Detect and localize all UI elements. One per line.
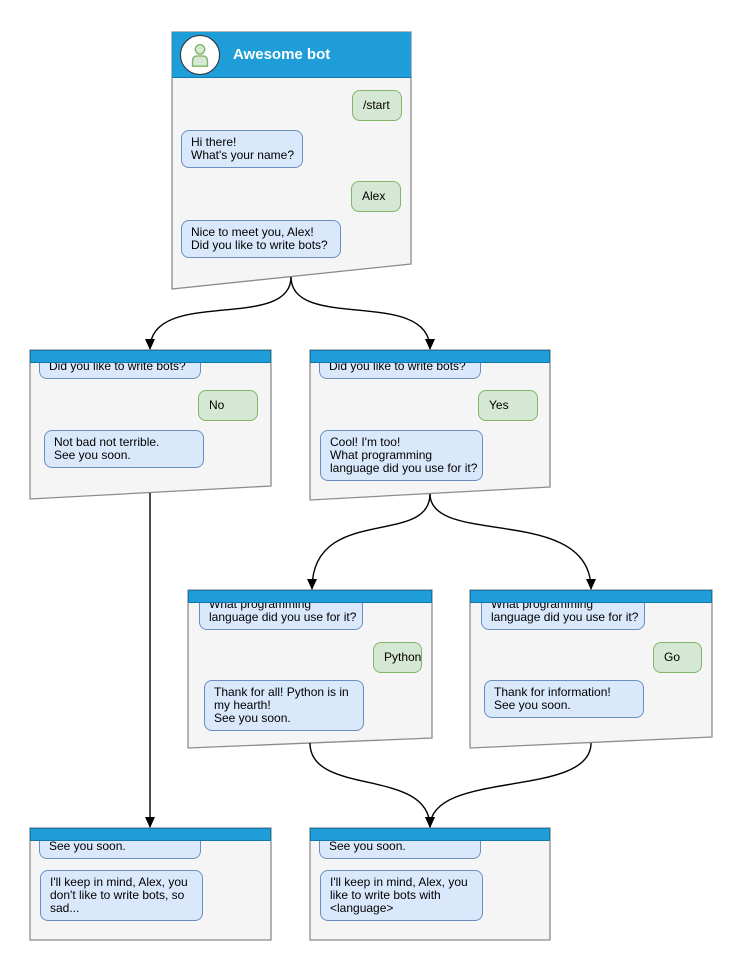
user-message-bubble: Yes — [478, 390, 538, 421]
connector-start-to-no — [145, 276, 292, 350]
bot-message-bubble: Hi there! What's your name? — [181, 130, 303, 168]
window-titlebar — [310, 828, 550, 841]
bot-message-bubble: Cool! I'm too! What programming language… — [320, 430, 483, 481]
connector-python-to-end — [309, 742, 435, 828]
bot-message-bubble: Nice to meet you, Alex! Did you like to … — [181, 220, 341, 258]
chat-header: Awesome bot — [172, 32, 411, 78]
window-titlebar — [30, 350, 271, 363]
user-message-bubble: Python — [373, 642, 422, 673]
bot-message-bubble: Not bad not terrible. See you soon. — [44, 430, 204, 468]
connector-yes-to-python — [307, 493, 431, 590]
user-message-bubble: /start — [352, 90, 402, 121]
user-message-bubble: Go — [653, 642, 702, 673]
bot-message-bubble: I'll keep in mind, Alex, you don't like … — [40, 870, 203, 921]
avatar — [180, 34, 220, 75]
bot-message-bubble: I'll keep in mind, Alex, you like to wri… — [320, 870, 483, 921]
window-titlebar — [188, 590, 432, 603]
connector-go-to-end — [425, 742, 592, 828]
window-titlebar — [310, 350, 550, 363]
chat-title: Awesome bot — [233, 46, 331, 63]
user-message-bubble: No — [198, 390, 258, 421]
window-titlebar — [470, 590, 712, 603]
person-icon — [191, 43, 209, 67]
bot-message-bubble: Thank for information! See you soon. — [484, 680, 644, 718]
connector-yes-to-go — [429, 493, 596, 590]
bot-message-bubble: Thank for all! Python is in my hearth! S… — [204, 680, 364, 731]
connector-start-to-yes — [290, 276, 435, 350]
window-titlebar — [30, 828, 271, 841]
user-message-bubble: Alex — [351, 181, 401, 212]
